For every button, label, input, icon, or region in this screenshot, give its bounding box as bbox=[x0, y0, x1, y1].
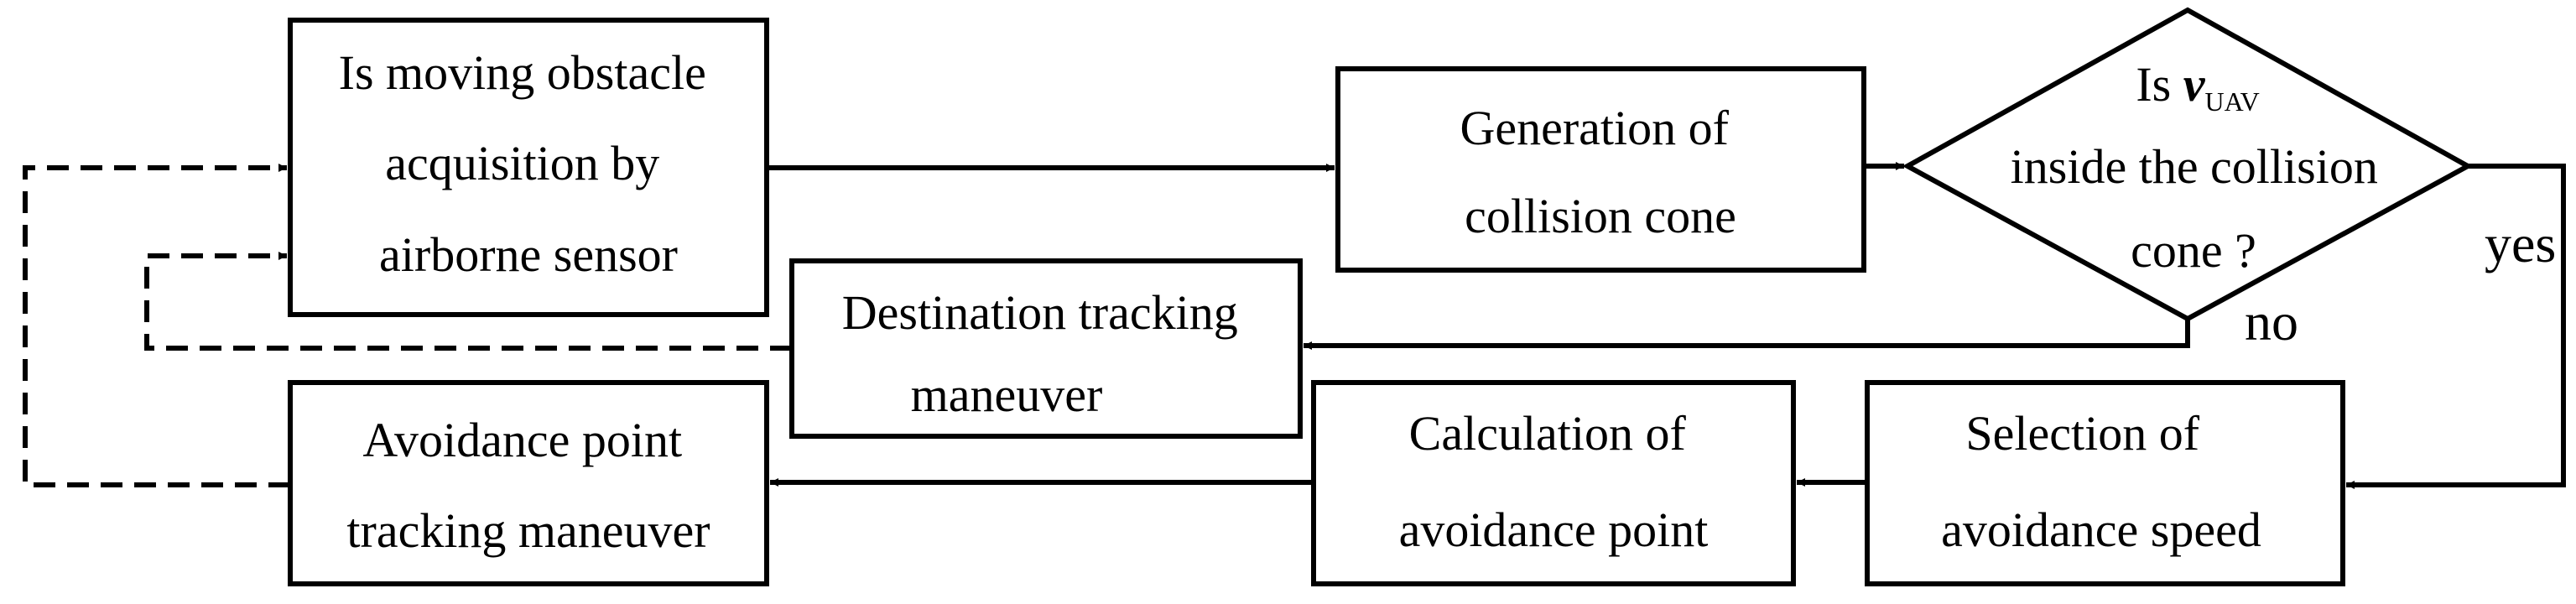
svg-text:inside the collision con: inside the collision cone ? bbox=[2011, 139, 2391, 278]
edge-label-yes: yes bbox=[2485, 214, 2556, 273]
node-obstacle-acquisition-line-2: acquisition by bbox=[385, 136, 659, 190]
svg-text:Is moving obstacle acqui: Is moving obstacle acquisition by airbor… bbox=[339, 45, 719, 282]
svg-text:Calculation of avoidance: Calculation of avoidance point bbox=[1399, 406, 1709, 557]
node-avoidance-tracking-line-1: Avoidance point bbox=[362, 413, 682, 467]
node-collision-cone-line-2: collision cone bbox=[1465, 189, 1736, 243]
svg-text:Destination tracking ma: Destination tracking maneuver bbox=[842, 285, 1250, 422]
node-avoidance-point-calc: Calculation of avoidance point bbox=[1311, 380, 1796, 586]
node-collision-cone-line-1: Generation of bbox=[1460, 101, 1730, 155]
node-avoidance-speed-line-2: avoidance speed bbox=[1941, 502, 2261, 557]
node-obstacle-acquisition: Is moving obstacle acquisition by airbor… bbox=[288, 18, 769, 317]
edge-destination-tracking-feedback bbox=[144, 252, 792, 351]
edge-decision-no bbox=[1304, 319, 2190, 350]
node-avoidance-point-calc-line-2: avoidance point bbox=[1399, 502, 1709, 557]
edge-avoidance-tracking-feedback bbox=[23, 164, 290, 487]
node-avoidance-speed: Selection of avoidance speed bbox=[1865, 380, 2345, 586]
decision-prefix: Is bbox=[2136, 57, 2183, 112]
decision-sub: UAV bbox=[2204, 86, 2259, 117]
node-decision-line-1: Is vUAV bbox=[2136, 57, 2259, 117]
node-destination-tracking-line-2: maneuver bbox=[911, 367, 1103, 422]
edge-label-no: no bbox=[2245, 292, 2298, 351]
node-collision-cone: Generation of collision cone bbox=[1335, 66, 1866, 273]
node-decision-line-3: cone ? bbox=[2131, 223, 2256, 278]
node-obstacle-acquisition-line-1: Is moving obstacle bbox=[339, 45, 706, 100]
node-avoidance-point-calc-line-1: Calculation of bbox=[1409, 406, 1687, 461]
svg-text:Selection of avoidance s: Selection of avoidance speed bbox=[1941, 406, 2261, 557]
node-avoidance-tracking: Avoidance point tracking maneuver bbox=[288, 380, 769, 586]
node-obstacle-acquisition-line-3: airborne sensor bbox=[379, 227, 678, 282]
node-destination-tracking: Destination tracking maneuver bbox=[789, 258, 1303, 439]
svg-text:Avoidance point tracking: Avoidance point tracking maneuver bbox=[346, 413, 710, 558]
node-avoidance-speed-line-1: Selection of bbox=[1965, 406, 2199, 461]
node-avoidance-tracking-line-2: tracking maneuver bbox=[346, 503, 710, 558]
node-decision: Is vUAV inside the collision cone ? bbox=[1902, 7, 2474, 322]
node-decision-line-2: inside the collision bbox=[2011, 139, 2378, 194]
decision-var: v bbox=[2183, 57, 2206, 112]
node-destination-tracking-line-1: Destination tracking bbox=[842, 285, 1238, 340]
edge-decision-yes bbox=[2346, 164, 2566, 489]
svg-text:Generation of collision: Generation of collision cone bbox=[1460, 101, 1741, 243]
